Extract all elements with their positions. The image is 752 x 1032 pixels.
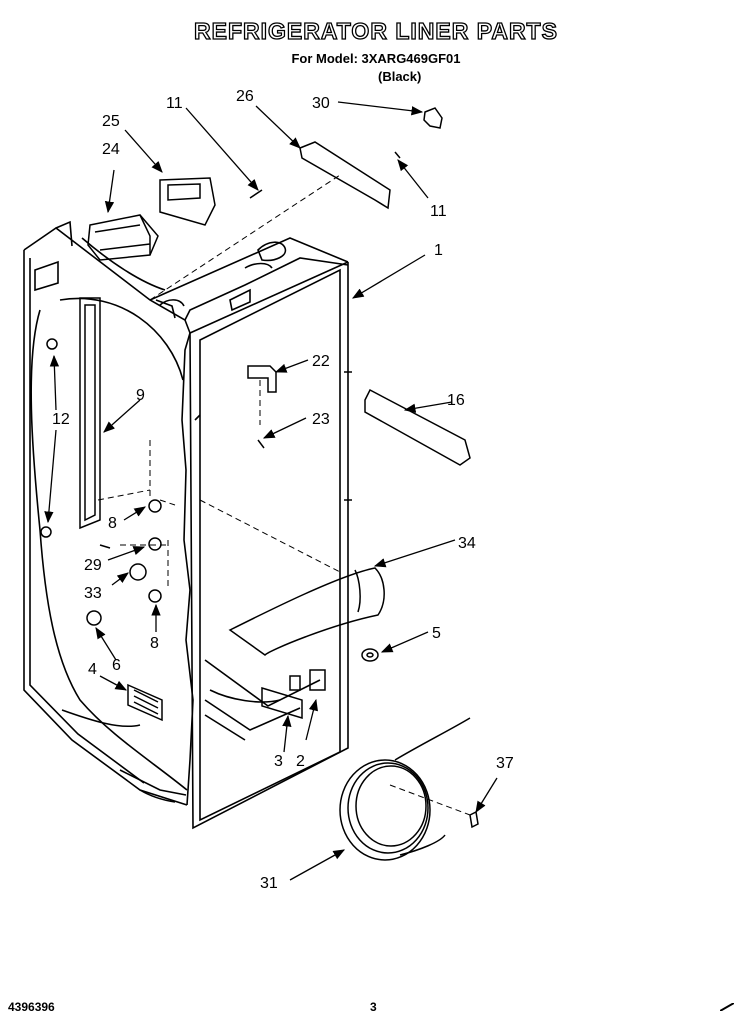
model-line: For Model: 3XARG469GF01 <box>291 51 461 66</box>
callout-11-right: 11 <box>430 203 447 220</box>
part-16-bracket <box>364 388 471 466</box>
part-24-control <box>87 214 159 261</box>
part-8-socket-top <box>148 499 162 513</box>
part-8-socket-bottom <box>148 589 162 603</box>
part-6-socket <box>86 610 102 626</box>
callout-6: 6 <box>112 657 121 674</box>
callout-4: 4 <box>88 661 97 678</box>
callout-8-bottom: 8 <box>150 635 159 652</box>
corner-mark-icon <box>720 1003 734 1011</box>
part-drawings <box>40 107 479 861</box>
page-title: REFRIGERATOR LINER PARTS <box>193 17 558 44</box>
liner-outline <box>23 220 352 830</box>
leader-dashes <box>97 174 471 816</box>
callout-24: 24 <box>102 141 120 158</box>
part-12-screw-top <box>46 338 58 350</box>
part-25-housing <box>159 177 216 226</box>
page-number: 3 <box>370 1000 377 1014</box>
callout-31: 31 <box>260 875 278 892</box>
callout-leaders <box>44 101 498 881</box>
part-12-screw-bottom <box>40 526 52 538</box>
callout-labels: 1 2 3 4 5 6 8 8 9 11 11 12 16 22 23 24 2… <box>52 88 514 892</box>
callout-23: 23 <box>312 411 330 428</box>
callout-1: 1 <box>434 242 443 259</box>
part-22-bracket <box>247 365 277 393</box>
wire-clip <box>99 544 111 549</box>
callout-2: 2 <box>296 753 305 770</box>
callout-12: 12 <box>52 411 70 428</box>
callout-29: 29 <box>84 557 102 574</box>
callout-22: 22 <box>312 353 330 370</box>
part-34-cover <box>228 567 385 656</box>
part-37-screw <box>469 810 479 829</box>
callout-30: 30 <box>312 95 330 112</box>
callout-25: 25 <box>102 113 120 130</box>
part-33-bulb <box>129 563 147 581</box>
part-30-clip <box>423 107 443 129</box>
callout-5: 5 <box>432 625 441 642</box>
callout-16: 16 <box>447 392 465 409</box>
callout-3: 3 <box>274 753 283 770</box>
callout-8-top: 8 <box>108 515 117 532</box>
callout-33: 33 <box>84 585 102 602</box>
part-4-grille <box>127 683 163 722</box>
part-11-screws <box>249 151 401 199</box>
part-31-tube-coil <box>339 759 431 861</box>
part-23-screw <box>257 439 265 449</box>
callout-37: 37 <box>496 755 514 772</box>
part-9-light-housing <box>79 297 101 530</box>
document-number: 4396396 <box>8 1000 55 1014</box>
color-note: (Black) <box>378 69 422 84</box>
callout-9: 9 <box>136 387 145 404</box>
part-2-3-switch <box>289 669 326 691</box>
callout-11-top: 11 <box>166 95 183 112</box>
part-5-plug <box>361 648 379 662</box>
part-29-socket <box>148 537 162 551</box>
part-26-bracket <box>299 141 391 210</box>
callout-26: 26 <box>236 88 254 105</box>
callout-34: 34 <box>458 535 476 552</box>
